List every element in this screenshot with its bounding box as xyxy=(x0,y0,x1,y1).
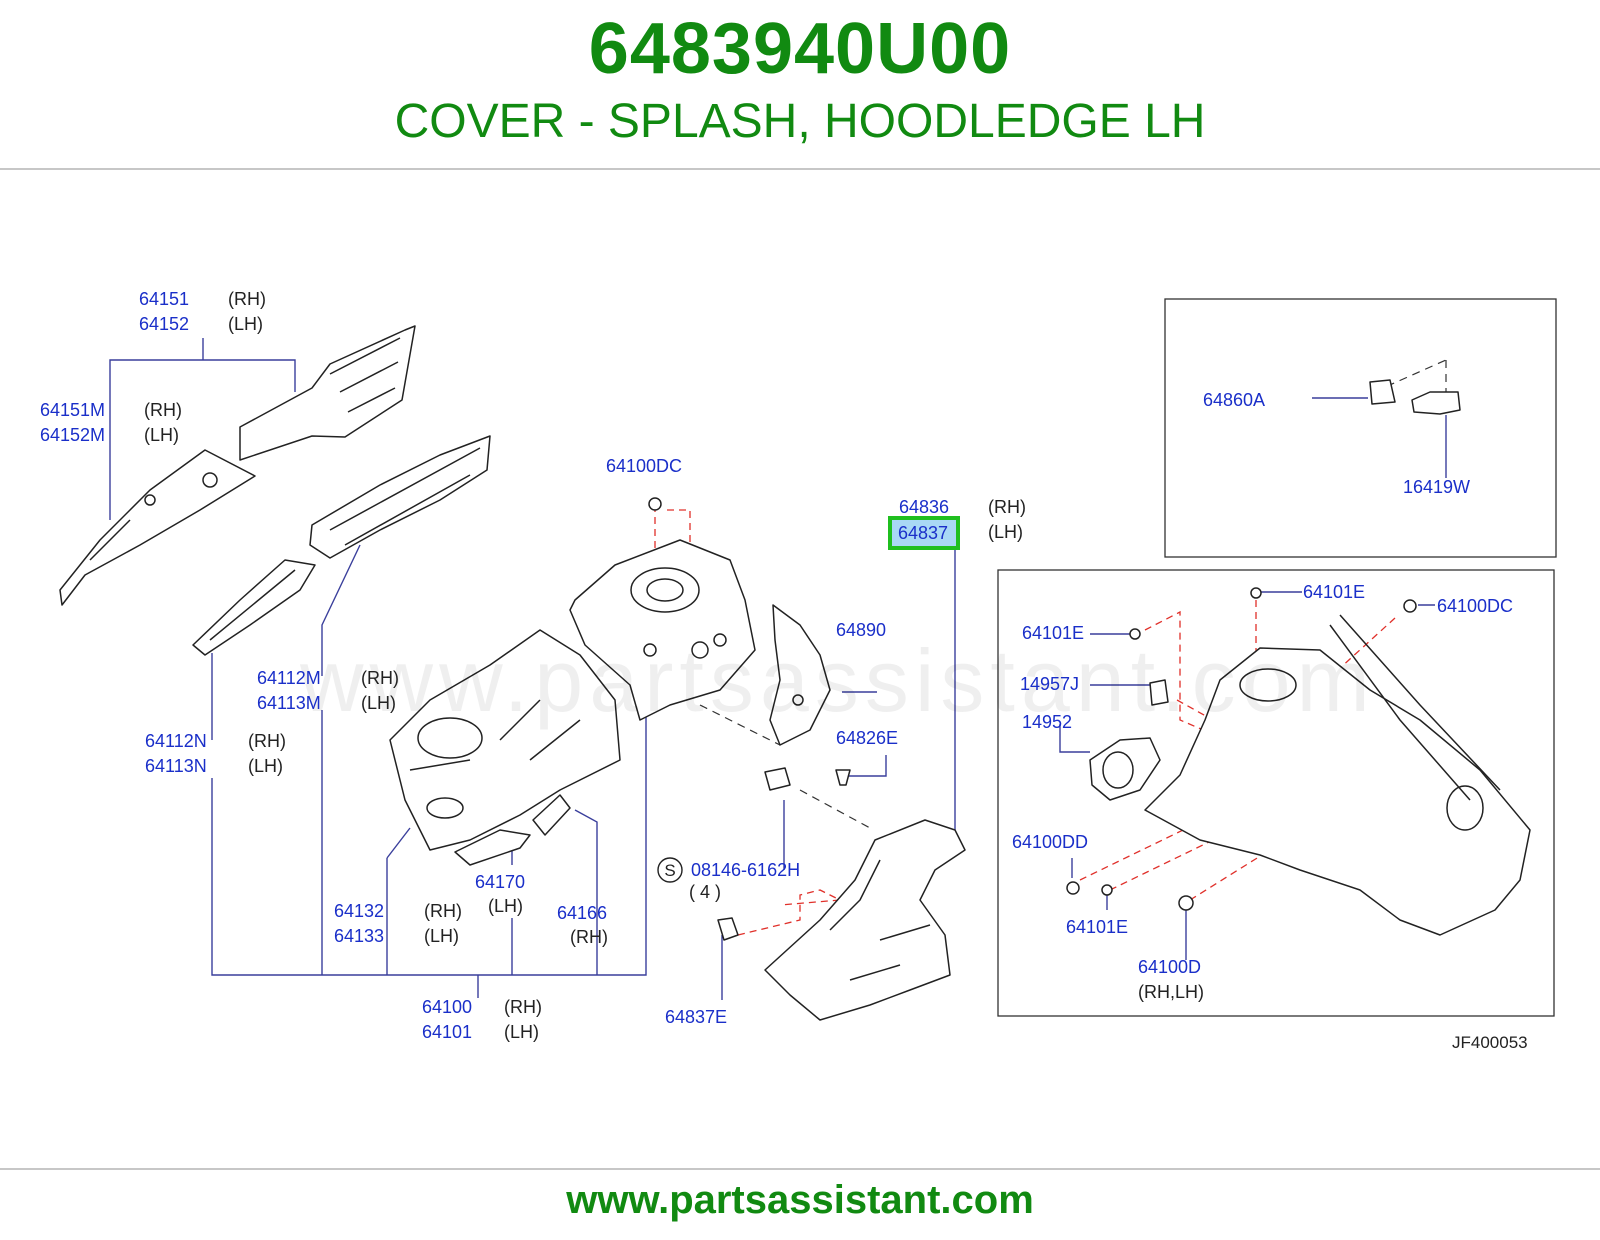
label-64113M-side: (LH) xyxy=(361,693,396,713)
page-header: 6483940U00 COVER - SPLASH, HOODLEDGE LH xyxy=(0,0,1600,170)
clip-64860A xyxy=(1369,379,1396,405)
part-strut-tower xyxy=(569,539,756,721)
highlight-64837[interactable]: 64837 xyxy=(888,516,960,550)
footer-url[interactable]: www.partsassistant.com xyxy=(566,1178,1034,1222)
label-64101E-top[interactable]: 64101E xyxy=(1303,582,1366,602)
clip-64100DC xyxy=(648,497,662,511)
part-lower-strip xyxy=(192,559,316,656)
label-64836-side: (RH) xyxy=(988,497,1026,517)
label-64837-side: (LH) xyxy=(988,522,1023,542)
label-64151-side: (RH) xyxy=(228,289,266,309)
label-14957J[interactable]: 14957J xyxy=(1020,674,1080,694)
label-64170[interactable]: 64170 xyxy=(475,872,526,892)
part-sketches xyxy=(59,325,1531,1021)
label-64112M[interactable]: 64112M xyxy=(257,668,321,688)
clip-64826E xyxy=(835,769,851,786)
bolt-08146 xyxy=(764,767,791,791)
label-64100DD[interactable]: 64100DD xyxy=(1012,832,1089,852)
clip-64837E xyxy=(717,917,739,941)
label-64170-side: (LH) xyxy=(488,896,523,916)
part-64166 xyxy=(532,794,571,836)
label-64837E[interactable]: 64837E xyxy=(665,1007,728,1027)
label-64860A[interactable]: 64860A xyxy=(1203,390,1266,410)
label-64113M[interactable]: 64113M xyxy=(257,693,321,713)
inset-box-hoodledge xyxy=(997,569,1555,1017)
label-14952[interactable]: 14952 xyxy=(1022,712,1073,732)
label-08146-6162H[interactable]: 08146-6162H xyxy=(691,860,801,880)
part-upper-apron xyxy=(309,435,491,559)
label-64132-side: (RH) xyxy=(424,901,462,921)
label-64113N[interactable]: 64113N xyxy=(145,756,207,776)
symbol-s-circle xyxy=(657,857,683,883)
part-splash-cover-64837 xyxy=(764,819,966,1021)
label-64100-side: (RH) xyxy=(504,997,542,1017)
clip-64101E-top xyxy=(1250,587,1262,599)
label-64826E[interactable]: 64826E xyxy=(836,728,899,748)
label-64101-side: (LH) xyxy=(504,1022,539,1042)
part-long-member xyxy=(59,449,256,606)
clip-64101E-bottom xyxy=(1101,884,1113,896)
label-64151[interactable]: 64151 xyxy=(139,289,190,309)
symbol-s: S xyxy=(664,861,675,880)
label-64152M-side: (LH) xyxy=(144,425,179,445)
label-08146-qty: ( 4 ) xyxy=(689,882,722,902)
clip-64100DC-inset xyxy=(1403,599,1417,613)
clip-14957J xyxy=(1149,679,1169,706)
clip-16419W xyxy=(1411,391,1461,415)
label-64112N-side: (RH) xyxy=(248,731,286,751)
label-64166-side: (RH) xyxy=(570,927,608,947)
label-64100D-side: (RH,LH) xyxy=(1138,982,1204,1002)
part-wheel-apron xyxy=(389,629,621,851)
part-hoodledge-inset xyxy=(1144,647,1531,936)
label-64101E-left[interactable]: 64101E xyxy=(1022,623,1085,643)
label-64837[interactable]: 64837 xyxy=(898,523,949,543)
label-64112M-side: (RH) xyxy=(361,668,399,688)
label-64132[interactable]: 64132 xyxy=(334,901,385,921)
label-64100DC-inset[interactable]: 64100DC xyxy=(1437,596,1514,616)
part-number: 6483940U00 xyxy=(588,9,1012,89)
clip-64100DD xyxy=(1066,881,1080,895)
fastener-lines xyxy=(654,505,1396,936)
part-upper-rail xyxy=(239,325,416,461)
label-64151M[interactable]: 64151M xyxy=(40,400,106,420)
clip-64101E-upper-left xyxy=(1129,628,1141,640)
label-64152M[interactable]: 64152M xyxy=(40,425,106,445)
label-64101[interactable]: 64101 xyxy=(422,1022,473,1042)
header-divider xyxy=(0,168,1600,170)
clip-64100D xyxy=(1178,895,1194,911)
part-64170 xyxy=(454,829,531,866)
assembly-lines xyxy=(699,359,1447,829)
label-16419W[interactable]: 16419W xyxy=(1403,477,1471,497)
label-64100[interactable]: 64100 xyxy=(422,997,473,1017)
part-description: COVER - SPLASH, HOODLEDGE LH xyxy=(394,95,1206,148)
inset-box-clip xyxy=(1164,298,1557,558)
label-64133[interactable]: 64133 xyxy=(334,926,385,946)
part-64890 xyxy=(769,604,831,746)
label-64100D[interactable]: 64100D xyxy=(1138,957,1202,977)
label-64890[interactable]: 64890 xyxy=(836,620,887,640)
label-64100DC[interactable]: 64100DC xyxy=(606,456,683,476)
label-64112N[interactable]: 64112N xyxy=(145,731,207,751)
label-64101E-bottom[interactable]: 64101E xyxy=(1066,917,1129,937)
label-64152[interactable]: 64152 xyxy=(139,314,190,334)
label-64836[interactable]: 64836 xyxy=(899,497,950,517)
part-14952 xyxy=(1089,737,1161,801)
footer-divider xyxy=(0,1168,1600,1170)
label-64152-side: (LH) xyxy=(228,314,263,334)
label-64113N-side: (LH) xyxy=(248,756,283,776)
label-64133-side: (LH) xyxy=(424,926,459,946)
watermark: www.partsassistant.com xyxy=(300,631,1376,730)
label-64166[interactable]: 64166 xyxy=(557,903,608,923)
label-64151M-side: (RH) xyxy=(144,400,182,420)
diagram-reference: JF400053 xyxy=(1452,1033,1528,1052)
leader-lines xyxy=(109,338,1447,1000)
